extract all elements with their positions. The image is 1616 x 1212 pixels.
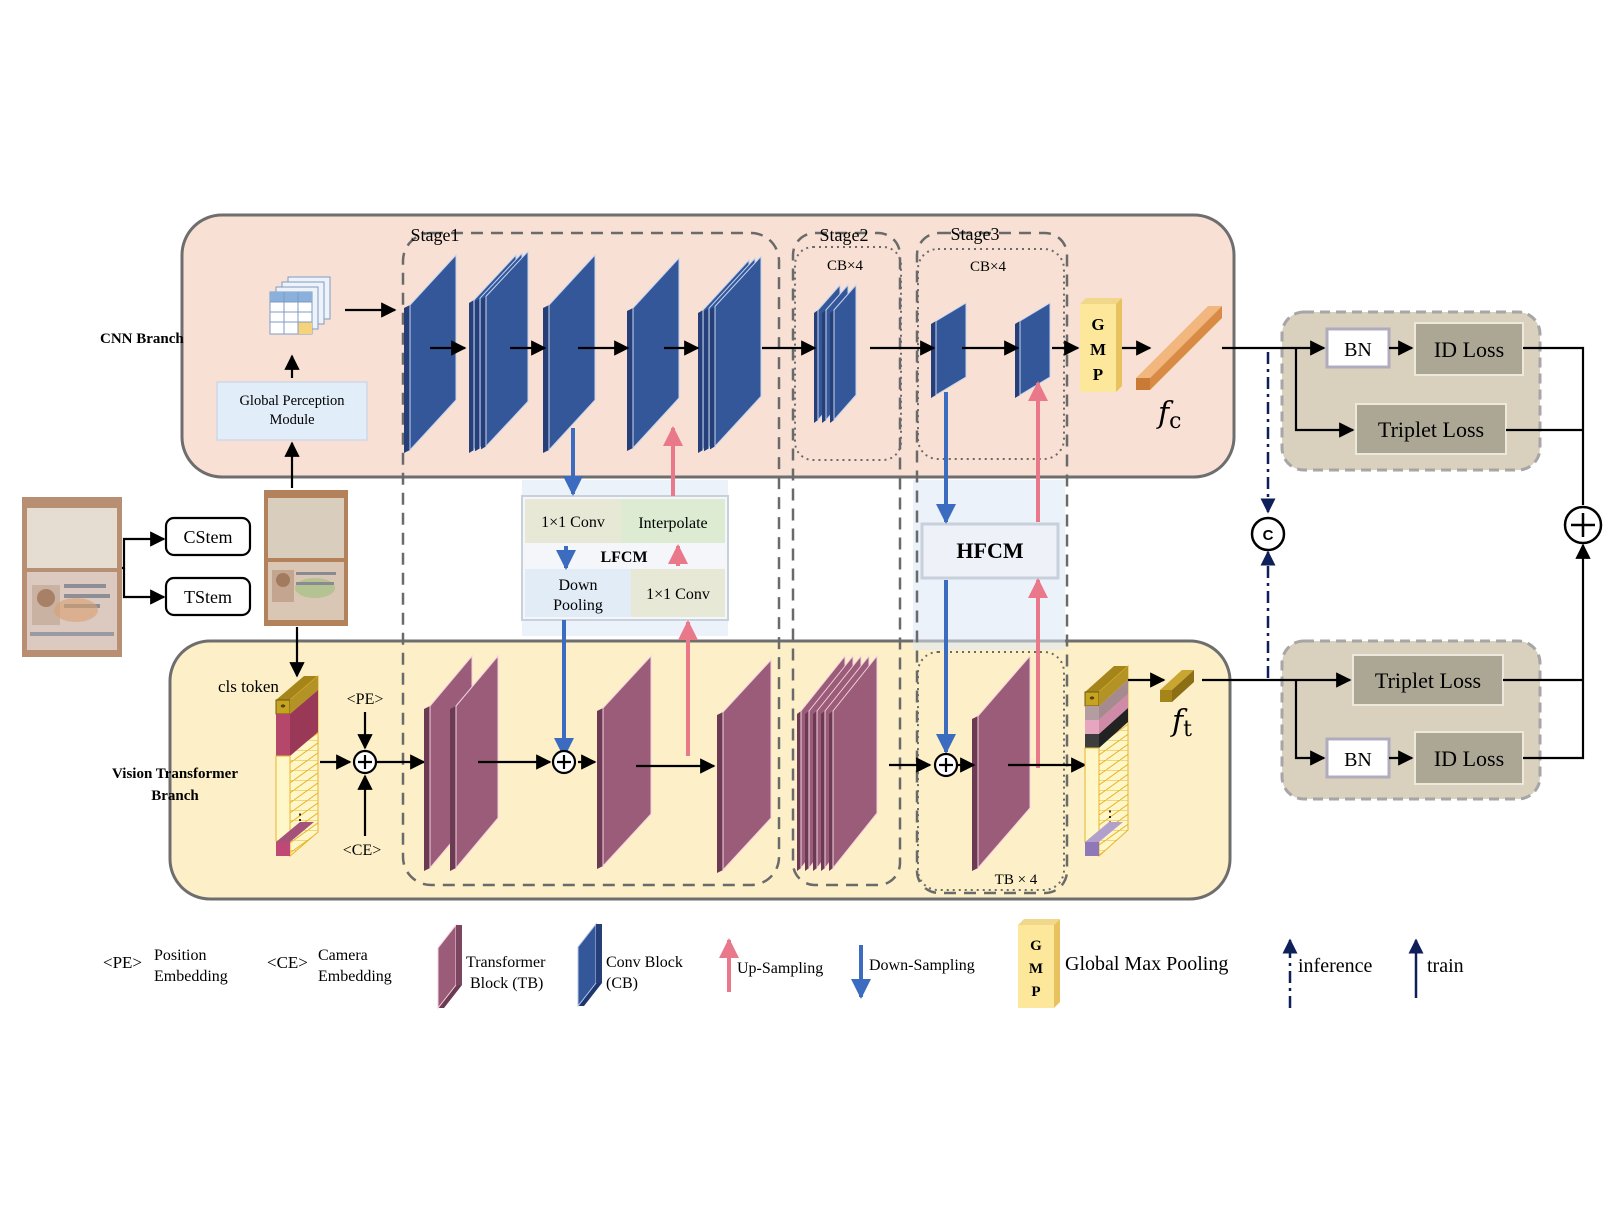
pe-label: <PE> [347, 691, 384, 708]
vit-transformer-blocks [424, 654, 1031, 873]
legend-pe-line2: Embedding [154, 968, 228, 985]
stage3-cb-box [917, 248, 1065, 460]
gpm-label-2: Module [269, 412, 314, 428]
tstem-label: TStem [184, 587, 232, 607]
stage2-label: Stage2 [820, 225, 869, 245]
legend-ce-line1: Camera [318, 947, 368, 964]
output-token-sequence: * ⋮ [1084, 664, 1129, 858]
svg-text:⋮: ⋮ [1102, 809, 1118, 826]
vit-id-loss-label: ID Loss [1434, 746, 1504, 771]
lfcm-conv-top: 1×1 Conv [541, 514, 605, 531]
feature-map-icon [269, 276, 331, 335]
stage1-label: Stage1 [411, 225, 460, 245]
cls-token-label: cls token [218, 677, 279, 696]
cnn-conv-blocks [404, 250, 1051, 453]
stage3-label: Stage3 [951, 224, 1000, 244]
legend-up-label: Up-Sampling [737, 960, 823, 977]
gpm-label-1: Global Perception [239, 393, 345, 409]
ce-label: <CE> [343, 842, 382, 859]
stage1-box [401, 231, 781, 887]
legend-pe-line1: Position [154, 947, 206, 964]
gmp-g: G [1091, 315, 1104, 334]
input-passport-image [22, 497, 122, 657]
legend-transformer-block-icon [437, 923, 462, 1010]
legend-gmp-icon [1018, 919, 1060, 1008]
lfcm-interpolate: Interpolate [638, 515, 707, 532]
cnn-triplet-loss-label: Triplet Loss [1378, 417, 1484, 442]
hfcm-title: HFCM [956, 538, 1023, 563]
ft-feature-bar [1160, 670, 1194, 702]
cnn-id-loss-label: ID Loss [1434, 337, 1504, 362]
cnn-branch-label: CNN Branch [100, 331, 184, 347]
svg-text:*: * [280, 702, 286, 714]
legend-ce-line2: Embedding [318, 968, 392, 985]
stage3-tb-count: TB × 4 [995, 872, 1038, 888]
stage3-cb-count: CB×4 [970, 259, 1006, 275]
legend-cb-line1: Conv Block [606, 954, 683, 971]
conv-block [1015, 302, 1051, 398]
transformer-block [829, 654, 878, 871]
token-sequence: * ⋮ [275, 674, 319, 858]
hfcm-module [920, 522, 1060, 580]
vit-bn-label: BN [1344, 749, 1372, 771]
legend-gmp-label: Global Max Pooling [1065, 953, 1228, 975]
stage3-box [915, 231, 1069, 895]
legend-tb-line1: Transformer [466, 954, 546, 971]
transformer-block [972, 654, 1031, 871]
lfcm-down-2: Pooling [553, 597, 603, 614]
vit-branch-label-1: Vision Transformer [112, 766, 238, 782]
legend-down-label: Down-Sampling [869, 957, 975, 974]
gmp-p: P [1093, 365, 1103, 384]
conv-block [931, 302, 967, 398]
conv-block [830, 283, 857, 423]
legend-conv-block-icon [577, 922, 602, 1008]
legend-tb-line2: Block (TB) [470, 975, 543, 992]
vit-branch-panel [168, 639, 1232, 901]
gmp-m: M [1090, 340, 1106, 359]
legend-cb-line2: (CB) [606, 975, 638, 992]
fc-feature-bar [1136, 306, 1222, 390]
cnn-id-loss-box [1414, 322, 1524, 376]
legend-gmp-m: M [1029, 961, 1043, 977]
lfcm-title: LFCM [600, 549, 647, 566]
concat-node [1250, 516, 1286, 552]
conv-block [710, 255, 762, 450]
legend-gmp-g: G [1030, 938, 1042, 954]
lfcm-conv-bottom: 1×1 Conv [646, 586, 710, 603]
gmp-box [1080, 298, 1122, 392]
tstem-box [164, 576, 252, 617]
legend-gmp-p: P [1031, 984, 1040, 1000]
legend-inference-label: inference [1298, 955, 1373, 977]
conv-block [627, 256, 680, 451]
stage2-cb-count: CB×4 [827, 258, 863, 274]
vit-bn-box [1325, 737, 1391, 779]
transformer-block [717, 658, 772, 873]
cstem-box [164, 516, 252, 557]
legend-train-label: train [1427, 955, 1464, 977]
transformer-block [450, 654, 499, 871]
svg-text:*: * [1089, 694, 1095, 706]
cnn-bn-label: BN [1344, 339, 1372, 361]
cstem-label: CStem [183, 527, 232, 547]
stage2-box [791, 231, 902, 887]
conv-block [481, 250, 529, 450]
concat-label: C [1263, 527, 1274, 544]
stem-passport-image [264, 490, 348, 626]
transformer-block [597, 654, 652, 869]
legend-ce-tag: <CE> [267, 953, 308, 972]
vit-branch-label-2: Branch [151, 788, 199, 804]
global-perception-module [216, 381, 368, 441]
vit-triplet-loss-label: Triplet Loss [1375, 668, 1481, 693]
legend-pe-tag: <PE> [103, 953, 142, 972]
stage2-cb-box [794, 246, 902, 461]
cnn-triplet-loss-box [1355, 403, 1507, 455]
conv-block [404, 253, 457, 453]
lfcm-down-1: Down [558, 577, 597, 594]
